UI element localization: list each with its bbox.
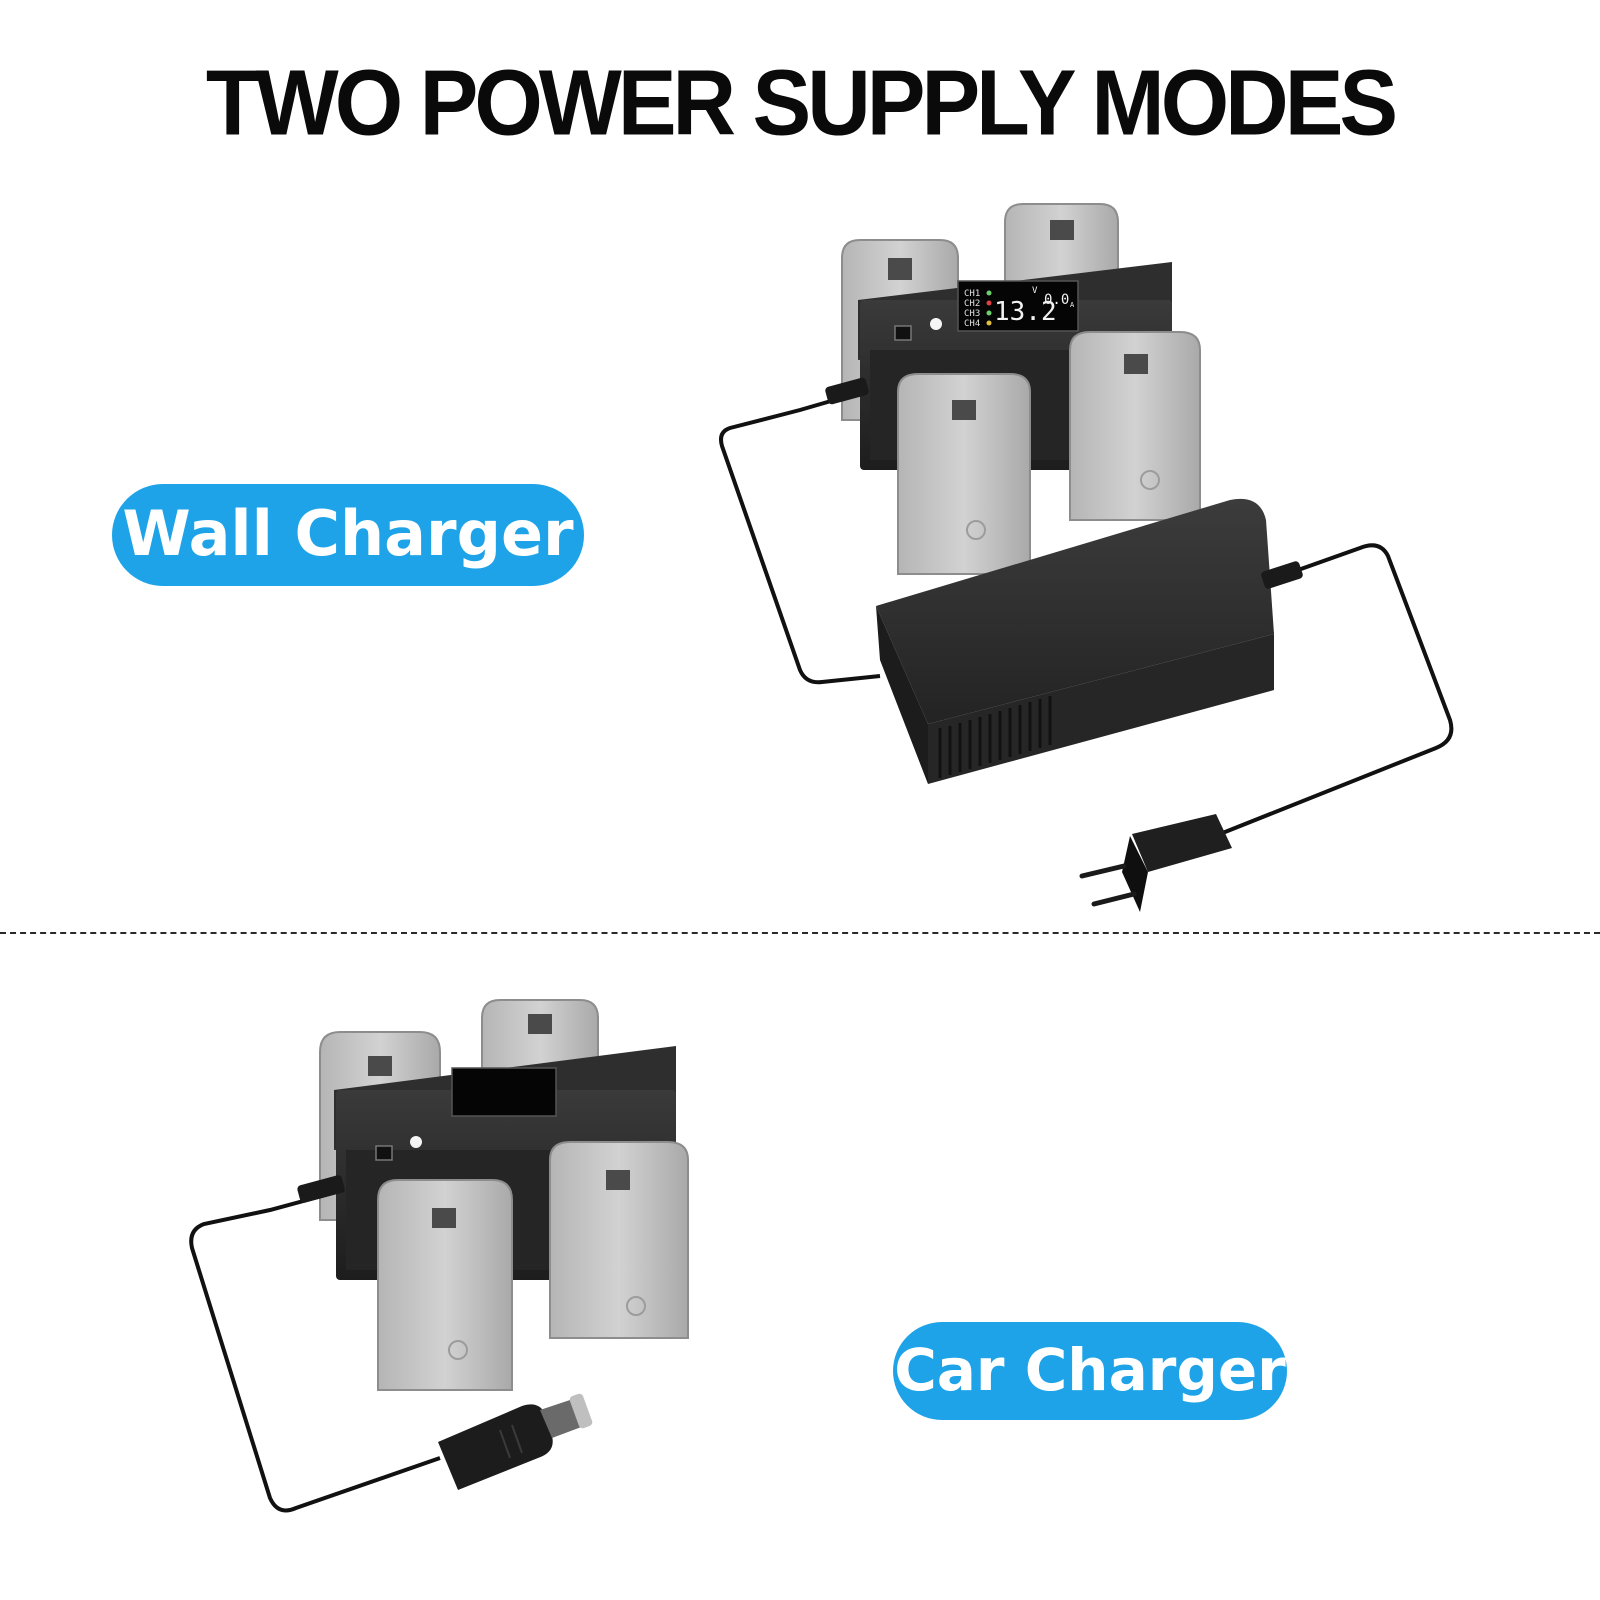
section-divider — [0, 932, 1600, 934]
ac-cable — [1219, 543, 1454, 836]
channel-label-2: CH2 — [964, 299, 980, 309]
dc-cable — [719, 390, 881, 685]
power-button-2 — [375, 1145, 393, 1161]
car-charger-badge: Car Charger — [893, 1322, 1287, 1420]
current-readout: 0.0 — [1044, 292, 1069, 308]
channel-label-1: CH1 — [964, 289, 980, 299]
power-button — [894, 325, 912, 341]
channel-label-4: CH4 — [964, 319, 980, 329]
wall-charger-badge: Wall Charger — [112, 484, 584, 586]
battery-front-right — [1069, 331, 1201, 521]
power-adapter — [876, 498, 1274, 784]
battery-front-right-2 — [549, 1141, 689, 1339]
status-led-icon — [930, 318, 942, 330]
channel-label-3: CH3 — [964, 309, 980, 319]
lcd-display-off — [451, 1067, 557, 1117]
voltage-unit: V — [1032, 286, 1038, 296]
voltage-readout: 13.2 — [994, 297, 1057, 327]
status-led-icon-2 — [410, 1136, 422, 1148]
wall-plug-icon — [1079, 814, 1232, 912]
battery-front-left — [897, 373, 1031, 575]
car-plug-icon — [438, 1393, 593, 1490]
wall-charger-illustration: CH1 CH2 CH3 CH4 13.2 V 0.0 A — [719, 203, 1454, 912]
current-unit: A — [1070, 301, 1075, 309]
car-charger-illustration — [189, 999, 689, 1513]
lcd-display: CH1 CH2 CH3 CH4 13.2 V 0.0 A — [957, 280, 1079, 332]
page-title: TWO POWER SUPPLY MODES — [205, 50, 1398, 155]
car-cable — [189, 1188, 441, 1513]
battery-front-left-2 — [377, 1179, 513, 1391]
